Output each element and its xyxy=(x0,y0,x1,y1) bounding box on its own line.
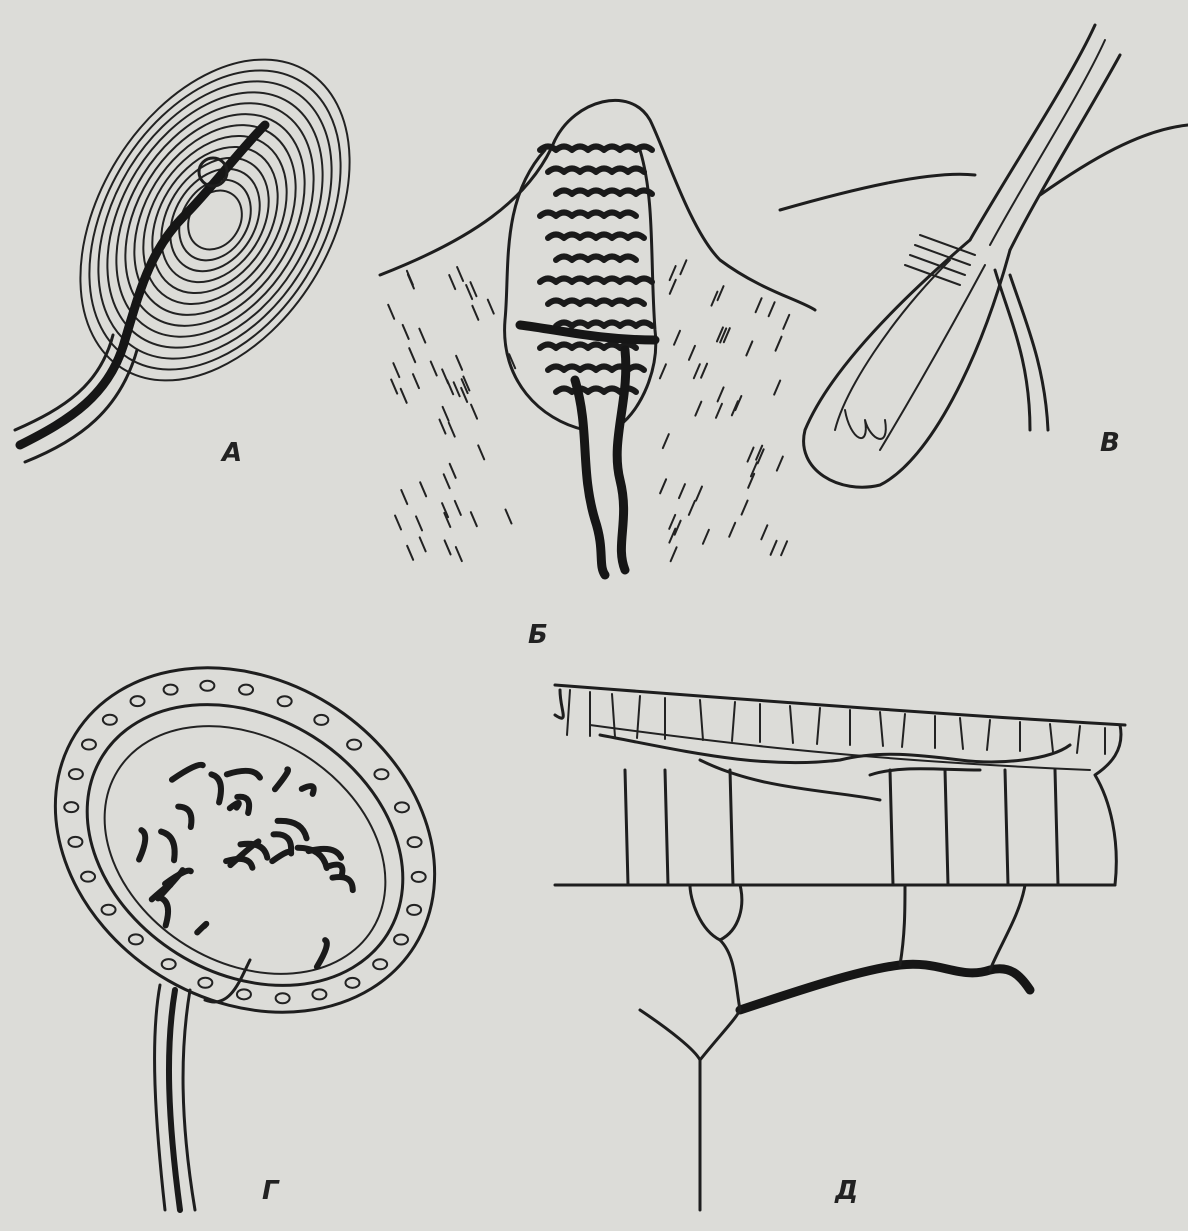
label-a: А xyxy=(222,438,242,468)
bulb-ending-v xyxy=(780,25,1188,487)
label-b: Б xyxy=(528,620,548,650)
label-d: Д xyxy=(835,1176,858,1206)
label-g: Г xyxy=(262,1176,279,1206)
corpuscle-g xyxy=(0,598,499,1210)
epithelium-d xyxy=(555,685,1125,1210)
label-v: В xyxy=(1100,428,1120,458)
nerve-ending-b xyxy=(380,100,815,575)
corpuscle-a xyxy=(15,11,405,462)
